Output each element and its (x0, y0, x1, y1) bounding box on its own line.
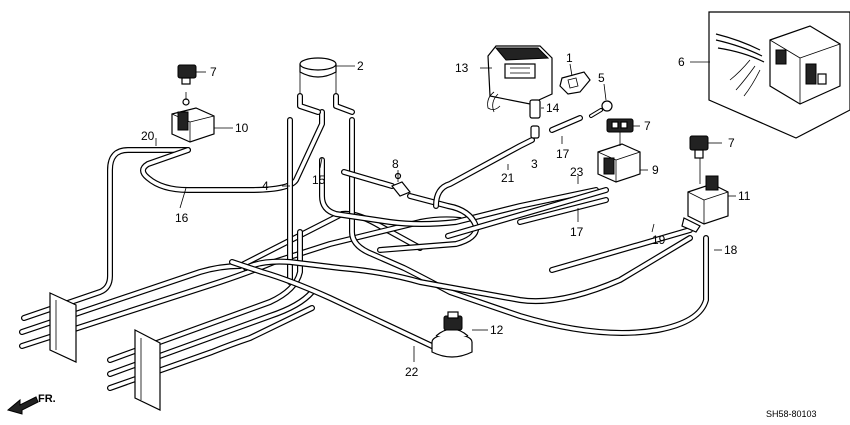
tube-long-right (243, 235, 693, 305)
label-part-4: 4 (262, 179, 269, 193)
tube-2b (333, 93, 355, 115)
label-part-20: 20 (141, 129, 155, 143)
tube-17b (517, 197, 609, 225)
hose-clamp-1 (559, 71, 591, 95)
solenoid-valve-9 (597, 132, 641, 183)
label-part-19: 19 (652, 233, 666, 247)
label-part-1: 1 (566, 51, 573, 65)
part-number-labels: 2 7 10 20 4 15 16 8 13 1 14 5 7 7 6 9 11… (141, 51, 751, 379)
label-part-11: 11 (738, 189, 751, 203)
connector-14 (529, 99, 541, 119)
vacuum-actuator-12 (431, 311, 473, 358)
tube-21 (433, 137, 535, 209)
hose-bracket-left-lower (134, 329, 161, 411)
label-part-13: 13 (455, 61, 469, 75)
cap-7-left (177, 64, 197, 85)
label-part-7-right: 7 (728, 136, 735, 150)
tube-23 (445, 187, 609, 239)
label-part-6: 6 (678, 55, 685, 69)
inline-filter-8 (391, 172, 411, 197)
connector-3 (530, 125, 540, 139)
label-part-23: 23 (570, 165, 584, 179)
label-part-16: 16 (175, 211, 189, 225)
label-part-7-middle: 7 (644, 119, 651, 133)
solenoid-valve-10 (171, 92, 215, 143)
control-box-13 (487, 45, 553, 113)
label-part-18: 18 (724, 243, 738, 257)
label-part-5: 5 (598, 71, 605, 85)
tube-2a (297, 93, 321, 115)
tube-left-d (107, 289, 315, 377)
label-part-7-left: 7 (210, 65, 217, 79)
solenoid-valve-11 (681, 158, 729, 233)
label-part-12: 12 (490, 323, 504, 337)
label-part-10: 10 (235, 121, 249, 135)
bolt-5 (589, 100, 613, 118)
label-part-8: 8 (392, 157, 399, 171)
front-direction-arrow: FR. (6, 393, 56, 415)
tube-left-c (107, 229, 303, 363)
vacuum-reservoir-cap (299, 57, 337, 94)
tube-20 (21, 147, 191, 321)
tube-8 (341, 169, 395, 189)
label-part-21: 21 (501, 171, 515, 185)
diagram-code: SH58-80103 (766, 409, 817, 419)
tube-bundle (19, 93, 709, 391)
tube-19 (549, 227, 693, 273)
label-part-17-upper: 17 (556, 147, 570, 161)
tube-15 (319, 157, 599, 227)
cap-7-middle (606, 118, 634, 133)
cap-7-right (689, 135, 709, 159)
leader-lines (155, 61, 736, 362)
harness-inset-6 (708, 11, 850, 139)
tube-17a (549, 115, 583, 133)
label-part-3: 3 (531, 157, 538, 171)
label-part-17-lower: 17 (570, 225, 584, 239)
front-direction-label: FR. (38, 393, 56, 405)
label-part-22: 22 (405, 365, 419, 379)
tube-left-e (107, 305, 315, 391)
tube-right-riser (349, 117, 709, 336)
tube-22 (229, 259, 435, 349)
label-part-15: 15 (312, 173, 326, 187)
label-part-9: 9 (652, 163, 659, 177)
label-part-14: 14 (546, 101, 560, 115)
label-part-2: 2 (357, 59, 364, 73)
hose-bracket-left-upper (49, 292, 77, 363)
